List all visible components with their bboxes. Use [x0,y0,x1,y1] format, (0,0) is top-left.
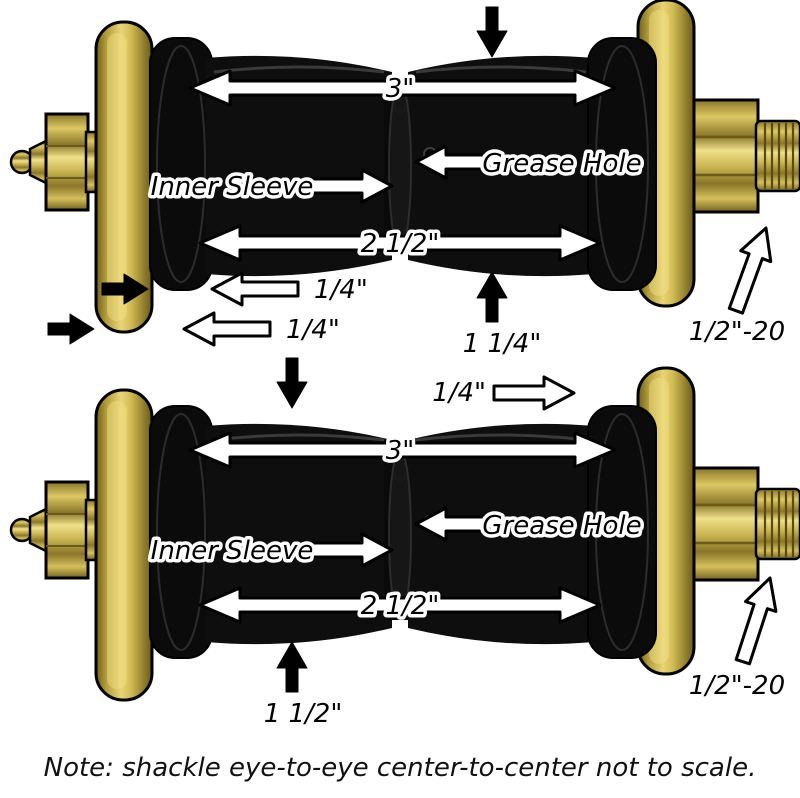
label-side-gap: 1/4" [432,378,486,408]
label-bushing-width-top: 2 1/2" [361,229,440,259]
label-bushing-diameter-bottom: 1 1/2" [264,699,343,729]
label-thread-size-bottom: 1/2"-20 [689,671,785,701]
label-bushing-width-bottom: 2 1/2" [361,591,440,621]
label-outer-width-bottom: 3" [386,436,415,466]
label-thread-size-top: 1/2"-20 [689,317,785,347]
label-grease-hole-bottom: Grease Hole [482,511,641,541]
label-flange-thickness: 1/4" [314,275,368,305]
label-plate-thickness: 1/4" [286,315,340,345]
bottom-annotations: 3" Grease Hole Inner Sleeve 2 1/2" 1 1/2… [147,357,789,733]
top-annotations: 3" Grease Hole Inner Sleeve 2 1/2" 1/4" … [47,6,789,412]
label-grease-hole-top: Grease Hole [482,149,641,179]
label-inner-sleeve-top: Inner Sleeve [151,172,314,202]
scale-note: Note: shackle eye-to-eye center-to-cente… [44,753,757,783]
label-inner-sleeve-bottom: Inner Sleeve [151,536,314,566]
label-bushing-diameter-top: 1 1/4" [463,329,542,359]
label-outer-width-top: 3" [386,74,415,104]
